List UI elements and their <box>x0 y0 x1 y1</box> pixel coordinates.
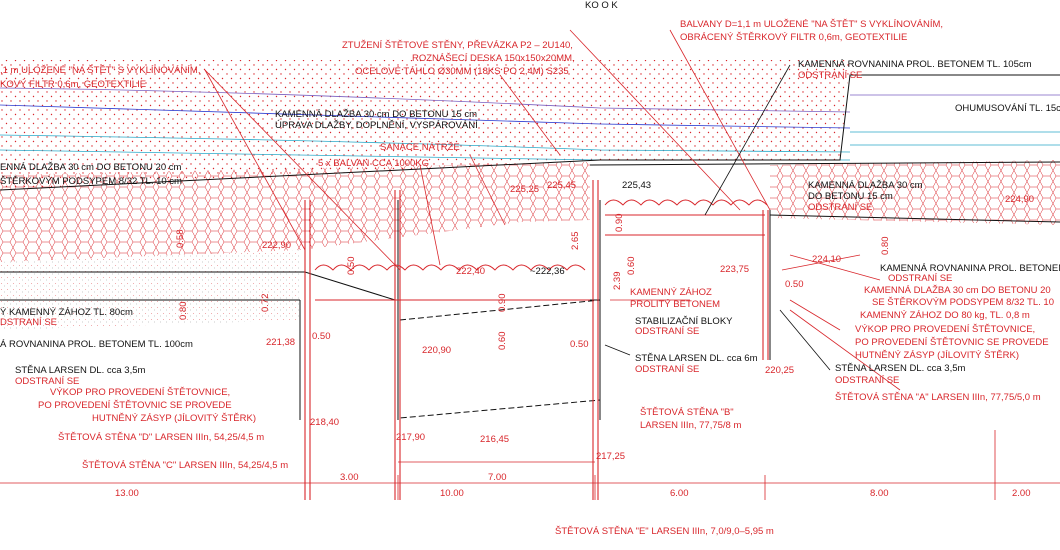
label-zahoz-mid1: KAMENNÝ ZÁHOZ <box>630 287 712 298</box>
label-right-zahoz: KAMENNÝ ZÁHOZ DO 80 kg, TL. 0,8 m <box>860 310 1030 321</box>
dim-0-50r: 0.50 <box>785 279 804 290</box>
label-right-dlazba3: ODSTRANÍ SE <box>808 202 872 213</box>
dim-0-90a: 0.90 <box>497 294 508 313</box>
label-left-larsen1: STĚNA LARSEN DL. cca 3,5m <box>15 365 145 376</box>
label-balvan5: 5 x BALVAN CCA 1000KG <box>318 158 429 169</box>
elev-222-90: 222,90 <box>262 240 291 251</box>
label-stena-b2: LARSEN IIIn, 77,75/8 m <box>640 420 741 431</box>
label-ztuzeni: ZTUŽENÍ ŠTĚTOVÉ STĚNY, PŘEVÁZKA P2 – 2U1… <box>342 40 573 51</box>
label-kam-rov-105-remove: ODSTRANÍ SE <box>798 70 862 81</box>
label-larsen6b: ODSTRANÍ SE <box>635 364 699 375</box>
elev-225-43: 225,43 <box>622 180 651 191</box>
label-stab1: STABILIZAČNÍ BLOKY <box>635 316 733 327</box>
label-dlazba-left1: ENNÁ DLAŽBA 30 cm DO BETONU 20 cm <box>0 162 182 173</box>
label-left-larsen2: ODSTRANÍ SE <box>15 376 79 387</box>
dim-2: 2.00 <box>1012 488 1031 499</box>
dim-0-58: 0.58 <box>175 230 186 249</box>
elev-216-45: 216,45 <box>480 434 509 445</box>
dim-10: 10.00 <box>440 488 464 499</box>
label-left-rov: Á ROVNANINA PROL. BETONEM TL. 100cm <box>0 339 193 350</box>
label-vykop-r1: VÝKOP PRO PROVEDENÍ ŠTĚTOVNICE, <box>855 324 1035 335</box>
label-larsen35r1: STĚNA LARSEN DL. cca 3,5m <box>835 363 965 374</box>
label-balvany2: OBRÁCENÝ ŠTĚRKOVÝ FILTR 0,6m, GEOTEXTILI… <box>680 32 907 43</box>
label-uprava: ÚPRAVA DLAŽBY, DOPLNĚNÍ, VYSPÁROVÁNÍ <box>275 120 478 131</box>
label-left-zahoz2: DSTRANÍ SE <box>0 317 57 328</box>
label-dlazba-left2: ŠTĚRKOVÝM PODSYPEM 8/32 TL. 10 cm <box>0 176 182 187</box>
dimension-values: 0.58 0.80 0.72 0.50 0.50 0.50 0.90 0.60 … <box>115 214 1031 500</box>
label-right-d20b: SE ŠTĚRKOVÝM PODSYPEM 8/32 TL. 10 <box>872 297 1054 308</box>
label-right-d20a: KAMENNÁ DLAŽBA 30 cm DO BETONU 20 <box>864 285 1051 296</box>
dim-7-00: 7.00 <box>488 472 507 483</box>
label-stena-c: ŠTĚTOVÁ STĚNA "C" LARSEN IIIn, 54,25/4,5… <box>82 460 288 471</box>
elev-220-90: 220,90 <box>422 345 451 356</box>
label-dlazba30: KAMENNÁ DLAŽBA 30 cm DO BETONU 15 cm <box>275 109 477 120</box>
sand-fill-left <box>0 250 300 330</box>
elev-222-40: 222,40 <box>456 266 485 277</box>
label-vykop-r2: PO PROVEDENÍ ŠTĚTOVNIC SE PROVEDE <box>855 337 1049 348</box>
label-vykop-l3: HUTNĚNÝ ZÁSYP (JÍLOVITÝ ŠTĚRK) <box>92 413 256 424</box>
label-stab2: ODSTRANÍ SE <box>635 326 699 337</box>
elev-223-75: 223,75 <box>720 264 749 275</box>
elev-225-25: 225,25 <box>510 184 539 195</box>
dim-0-80r: 0.80 <box>880 237 891 256</box>
label-right-dlazba1: KAMENNÁ DLAŽBA 30 cm <box>808 180 923 191</box>
dim-0-50b: 0.50 <box>312 331 331 342</box>
dim-3: 3.00 <box>340 472 359 483</box>
black-leaders <box>604 64 831 371</box>
dim-2-65: 2.65 <box>570 232 581 251</box>
elev-224-10: 224,10 <box>812 254 841 265</box>
dim-0-60a: 0.60 <box>497 332 508 351</box>
label-ztuzeni2: ROZNÁŠECÍ DESKA 150x150x20MM, <box>412 53 575 64</box>
dim-0-60b: 0.60 <box>626 257 637 276</box>
elev-217-90: 217,90 <box>396 432 425 443</box>
dim-0-72: 0.72 <box>260 294 271 313</box>
label-right-dlazba2: DO BETONU 15 cm <box>808 191 893 202</box>
dim-2-39: 2.39 <box>612 272 623 291</box>
label-vykop-r3: HUTNĚNÝ ZÁSYP (JÍLOVITÝ ŠTĚRK) <box>855 350 1019 361</box>
label-left-top1: ,1 m ULOŽENÉ "NA ŠTĚT" S VYKLÍNOVÁNÍM, <box>0 65 200 76</box>
dimension-chain <box>0 430 1060 500</box>
label-stena-b1: ŠTĚTOVÁ STĚNA "B" <box>640 407 734 418</box>
label-ohumus: OHUMUSOVÁNÍ TL. 15cm <box>955 103 1060 114</box>
elev-217-25: 217,25 <box>596 451 625 462</box>
leader-lines <box>204 29 901 391</box>
label-sanace: SANACE NÁTRŽE <box>380 142 460 153</box>
elevation-marks: 225,43 225,45 225,25 222,90 222,40 ~222,… <box>262 180 1034 462</box>
dim-0-50a: 0.50 <box>346 257 357 276</box>
label-right-rov1: KAMENNÁ ROVNANINA PROL. BETONEM <box>880 263 1060 274</box>
elev-220-25: 220,25 <box>765 365 794 376</box>
stone-pavement-left <box>0 162 590 262</box>
structure-outlines <box>0 74 1060 420</box>
elev-221-38: 221,38 <box>266 337 295 348</box>
boulder-row <box>314 199 768 301</box>
label-balvany: BALVANY D=1,1 m ULOŽENÉ "NA ŠTĚT" S VYKL… <box>680 19 943 30</box>
dim-0-90b: 0.90 <box>614 214 625 233</box>
label-larsen6a: STĚNA LARSEN DL. cca 6m <box>635 353 758 364</box>
dim-6: 6.00 <box>670 488 689 499</box>
label-corner: KO O K <box>585 0 618 11</box>
label-vykop-l1: VÝKOP PRO PROVEDENÍ ŠTĚTOVNICE, <box>50 387 230 398</box>
dim-8: 8.00 <box>870 488 889 499</box>
dim-13: 13.00 <box>115 488 139 499</box>
stone-pavement-right <box>770 160 1060 225</box>
dim-0-50c: 0.50 <box>570 339 589 350</box>
elev-222-36: ~222,36 <box>530 266 565 277</box>
label-kam-rov-105: KAMENNÁ ROVNANINA PROL. BETONEM TL. 105c… <box>798 59 1032 70</box>
label-stena-a: ŠTĚTOVÁ STĚNA "A" LARSEN IIIn, 77,75/5,0… <box>835 392 1041 403</box>
label-zahoz-mid2: PROLITÝ BETONEM <box>630 299 720 310</box>
label-left-top2: KOVÝ FILTR 0,6m, GEOTEXTILIE <box>0 79 146 90</box>
elev-224-90: 224,90 <box>1005 194 1034 205</box>
label-left-zahoz1: Ý KAMENNÝ ZÁHOZ TL. 80cm <box>0 307 133 318</box>
label-stena-e: ŠTĚTOVÁ STĚNA "E" LARSEN IIIn, 7,0/9,0–5… <box>555 526 774 537</box>
label-stena-d: ŠTĚTOVÁ STĚNA "D" LARSEN IIIn, 54,25/4,5… <box>58 432 264 443</box>
elev-218-40: 218,40 <box>310 417 339 428</box>
dim-0-80: 0.80 <box>178 302 189 321</box>
label-ztuzeni3: OCELOVÉ TÁHLO Ø30MM (18KS PO 2,4M) S235 <box>355 66 569 77</box>
label-larsen35r2: ODSTRANÍ SE <box>835 375 899 386</box>
label-right-rov2: ODSTRANÍ SE <box>888 273 952 284</box>
label-vykop-l2: PO PROVEDENÍ ŠTĚTOVNIC SE PROVEDE <box>38 400 232 411</box>
elev-225-45: 225,45 <box>547 180 576 191</box>
